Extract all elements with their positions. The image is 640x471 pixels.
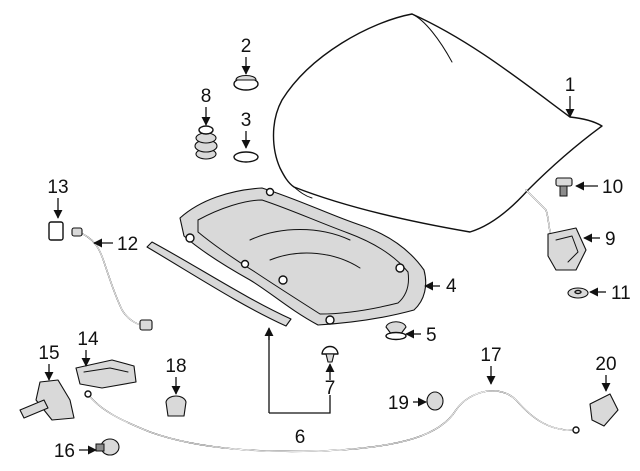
callout-labels: 1 2 3 4 5 6 7 8 9 10 11 12 13 14 15 16 1… bbox=[38, 36, 630, 462]
washer[interactable] bbox=[567, 287, 589, 299]
callout-16: 16 bbox=[54, 441, 75, 462]
rod-grommet[interactable] bbox=[48, 221, 64, 241]
callout-19: 19 bbox=[388, 393, 409, 414]
washer-pad[interactable] bbox=[233, 151, 259, 163]
release-handle[interactable] bbox=[19, 379, 75, 421]
retainer-clip[interactable] bbox=[321, 345, 339, 363]
release-cable[interactable] bbox=[84, 390, 580, 453]
insulator-seal-strip[interactable] bbox=[146, 241, 292, 327]
hood-panel[interactable] bbox=[272, 13, 603, 233]
callout-13: 13 bbox=[47, 177, 68, 198]
leader-6 bbox=[268, 332, 331, 414]
handle-bolt[interactable] bbox=[95, 438, 120, 456]
insulator-clip[interactable] bbox=[385, 321, 407, 341]
cable-clip[interactable] bbox=[165, 395, 187, 417]
callout-6: 6 bbox=[295, 427, 306, 448]
hood-latch[interactable] bbox=[525, 189, 587, 271]
grommet[interactable] bbox=[426, 391, 444, 411]
latch-bolt[interactable] bbox=[555, 177, 573, 197]
callout-10: 10 bbox=[602, 177, 623, 198]
hood-bumper-cap[interactable] bbox=[233, 74, 259, 91]
callout-9: 9 bbox=[605, 229, 616, 250]
callout-14: 14 bbox=[77, 329, 99, 350]
callout-5: 5 bbox=[426, 325, 437, 346]
callout-11: 11 bbox=[611, 283, 631, 304]
callout-4: 4 bbox=[446, 276, 457, 297]
callout-8: 8 bbox=[201, 86, 212, 107]
callout-7: 7 bbox=[325, 378, 336, 399]
callout-17: 17 bbox=[480, 345, 501, 366]
callout-15: 15 bbox=[38, 343, 59, 364]
release-bracket[interactable] bbox=[75, 359, 137, 389]
callout-1: 1 bbox=[565, 75, 576, 96]
callout-18: 18 bbox=[165, 356, 186, 377]
leader-lines bbox=[44, 57, 611, 455]
hood-bumper-stop[interactable] bbox=[194, 125, 218, 160]
cable-guide[interactable] bbox=[589, 393, 619, 427]
callout-3: 3 bbox=[241, 110, 252, 131]
callout-20: 20 bbox=[595, 354, 616, 375]
callout-12: 12 bbox=[117, 234, 138, 255]
callout-2: 2 bbox=[241, 36, 252, 57]
